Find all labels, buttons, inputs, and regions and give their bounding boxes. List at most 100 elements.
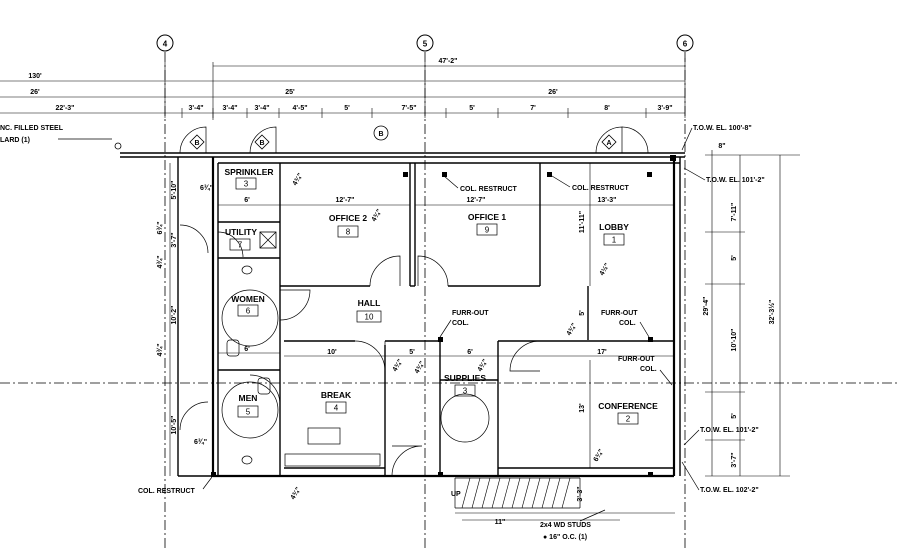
room-men: MEN 5 <box>237 393 259 418</box>
wall-dim-i: 6¾" <box>194 438 207 446</box>
wall-dim-h: 4¾" <box>476 358 489 373</box>
grid-4-label: 4 <box>163 40 168 49</box>
room-office-2: OFFICE 28 <box>329 213 367 238</box>
dim-6c: 6' <box>467 349 473 356</box>
svg-text:2: 2 <box>626 415 631 424</box>
dim-22-3: 22'-3" <box>56 105 75 112</box>
svg-text:5: 5 <box>246 408 251 417</box>
room-break: BREAK 4 <box>321 390 352 414</box>
room-utility: UTILITY 7 <box>225 227 257 251</box>
dim-row4-5: 5' <box>344 105 350 112</box>
columns <box>211 155 676 477</box>
svg-text:SPRINKLER: SPRINKLER <box>224 167 273 177</box>
wall-dim-b: 4¾" <box>291 172 304 187</box>
women-turning-circle <box>221 289 279 347</box>
bollard-note-2: LARD (1) <box>0 137 30 144</box>
svg-text:CONFERENCE: CONFERENCE <box>598 401 658 411</box>
dim-8in: 8" <box>718 143 725 150</box>
dim-29-4: 29'-4" <box>703 297 710 316</box>
dim-11-11: 11'-11" <box>579 211 586 233</box>
svg-text:7: 7 <box>238 241 243 250</box>
dim-12-7b: 12'-7" <box>467 197 486 204</box>
svg-text:1: 1 <box>612 236 617 245</box>
svg-text:LOBBY: LOBBY <box>599 222 629 232</box>
dim-5b: 5' <box>579 310 586 316</box>
svg-text:BREAK: BREAK <box>321 390 352 400</box>
dim-13-3: 13'-3" <box>598 197 617 204</box>
callout-notes: T.O.W. EL. 100'-8" T.O.W. EL. 101'-2" T.… <box>138 125 765 541</box>
dim-row4-3: 3'-4" <box>254 105 269 112</box>
dim-25: 25' <box>285 89 295 96</box>
dim-6a: 6' <box>244 197 250 204</box>
utility-box <box>259 231 277 249</box>
wall-dim-d: 4¾" <box>391 358 404 373</box>
grid-bubble-6: 6 <box>676 34 694 52</box>
exterior-walls <box>120 152 685 478</box>
svg-text:B: B <box>194 140 199 147</box>
svg-text:3: 3 <box>463 387 468 396</box>
men-toilet <box>257 377 271 395</box>
stairs-up-label: UP <box>451 491 461 498</box>
dim-10: 10' <box>327 349 337 356</box>
svg-text:UTILITY: UTILITY <box>225 227 257 237</box>
dim-7-11: 7'-11" <box>731 203 738 222</box>
dim-row4-2: 3'-4" <box>222 105 237 112</box>
note-furr-out-2a: FURR-OUT <box>601 310 638 317</box>
grid-6-label: 6 <box>683 40 688 49</box>
dim-12-7a: 12'-7" <box>336 197 355 204</box>
note-furr-out-1b: COL. <box>452 320 469 327</box>
dim-17: 17' <box>597 349 607 356</box>
svg-text:8: 8 <box>346 228 351 237</box>
note-col-restruct-2: COL. RESTRUCT <box>572 185 630 192</box>
women-sink <box>241 265 253 275</box>
dim-10-5: 10'-5" <box>171 416 178 435</box>
note-furr-out-3a: FURR-OUT <box>618 356 655 363</box>
note-studs-2: ● 16" O.C. (1) <box>543 534 587 541</box>
svg-text:B: B <box>259 140 264 147</box>
wall-dim-e: 4¾" <box>413 360 426 375</box>
svg-text:4: 4 <box>334 404 339 413</box>
dim-5a-right: 5' <box>731 255 738 261</box>
bollard-note: NC. FILLED STEEL LARD (1) <box>0 125 122 150</box>
note-tow-101-2b: T.O.W. EL. 101'-2" <box>700 427 759 434</box>
room-lobby: LOBBY 1 <box>599 222 629 246</box>
right-dimensions: 8" 7'-11" 5' 29'-4" 10'-10" 5' 3'-7" 32'… <box>703 143 800 477</box>
dim-5b-right: 5' <box>731 413 738 419</box>
svg-text:B: B <box>378 131 383 138</box>
note-col-restruct-3: COL. RESTRUCT <box>138 488 196 495</box>
men-turning-circle <box>221 381 279 439</box>
break-counter <box>284 453 381 467</box>
women-toilet <box>226 339 240 357</box>
dim-10-10: 10'-10" <box>731 329 738 352</box>
wall-dim-k: 4¾" <box>289 486 302 501</box>
dim-47-2: 47'-2" <box>439 58 458 65</box>
dim-11in: 11" <box>495 519 506 526</box>
wall-dim-c: 4¾" <box>370 208 383 223</box>
room-conference: CONFERENCE 2 <box>598 401 658 425</box>
dim-26a: 26' <box>30 89 40 96</box>
note-tow-102-2: T.O.W. EL. 102'-2" <box>700 487 759 494</box>
left-dimensions: 5'-10" 3'-7" 10'-2" 10'-5" 6¾" 4¾" 4¾" <box>156 163 178 476</box>
dim-4-3-4: 4¾" <box>156 255 164 268</box>
svg-text:9: 9 <box>485 226 490 235</box>
dim-row4-9: 8' <box>604 105 610 112</box>
dim-row4-7: 5' <box>469 105 475 112</box>
svg-text:MEN: MEN <box>239 393 258 403</box>
top-dimensions: 47'-2" 130' 26' 25' 26' 22'-3" 3'-4" 3'-… <box>0 58 686 120</box>
note-tow-101-2a: T.O.W. EL. 101'-2" <box>706 177 765 184</box>
door-markers: B B A B <box>189 125 617 150</box>
door-marker-a1: A <box>601 134 617 150</box>
dim-row4-6: 7'-5" <box>401 105 416 112</box>
dim-6b: 6' <box>244 346 250 353</box>
room-women: WOMEN 6 <box>231 294 265 317</box>
room-office-1: OFFICE 19 <box>468 212 506 236</box>
svg-text:A: A <box>606 140 611 147</box>
door-marker-b3: B <box>373 125 389 141</box>
dim-3-7-right: 3'-7" <box>731 452 738 467</box>
svg-text:WOMEN: WOMEN <box>231 294 265 304</box>
svg-text:6: 6 <box>246 307 251 316</box>
wall-dim-j: 6¾" <box>592 448 605 463</box>
grid-5-label: 5 <box>423 40 428 49</box>
